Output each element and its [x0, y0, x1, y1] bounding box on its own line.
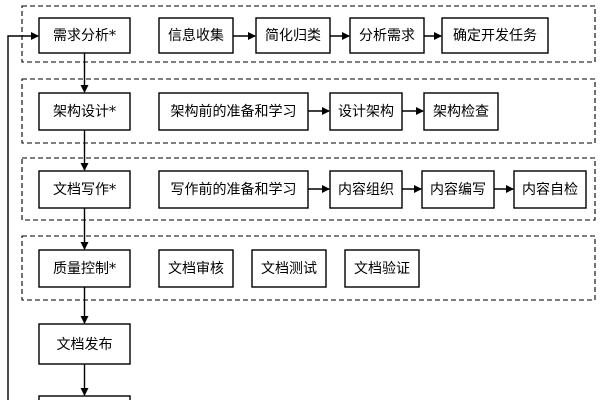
step-doc-verify: 文档验证 — [344, 249, 420, 288]
step-label: 设计架构 — [338, 104, 394, 120]
phase-label: 需求分析* — [53, 28, 116, 44]
step-content-selfcheck: 内容自检 — [513, 170, 587, 209]
step-label: 架构前的准备和学习 — [171, 103, 297, 120]
phase-label: 文档写作* — [53, 182, 116, 198]
step-doc-review: 文档审核 — [158, 249, 234, 288]
step-arch-check: 架构检查 — [423, 92, 499, 131]
phase-box-quality: 质量控制* — [38, 249, 131, 288]
phase-box-writing: 文档写作* — [38, 170, 131, 209]
phase-label: 质量控制* — [53, 261, 116, 277]
phase-box-architecture: 架构设计* — [38, 92, 131, 131]
step-arch-prep: 架构前的准备和学习 — [158, 92, 309, 131]
phase-box-requirements: 需求分析* — [38, 17, 131, 54]
step-info-collection: 信息收集 — [158, 17, 234, 54]
phase-group-quality — [21, 235, 596, 301]
step-label: 内容编写 — [430, 181, 486, 198]
step-label: 内容组织 — [338, 181, 394, 198]
step-label: 文档测试 — [261, 261, 317, 277]
step-label: 信息收集 — [168, 27, 224, 44]
step-label: 确定开发任务 — [453, 28, 537, 44]
step-label: 文档验证 — [354, 261, 410, 277]
step-design-arch: 设计架构 — [329, 92, 403, 131]
step-label: 架构检查 — [433, 104, 489, 120]
phase-group-requirements — [21, 5, 596, 63]
step-label: 分析需求 — [359, 28, 415, 44]
step-label: 简化归类 — [265, 27, 321, 44]
next-phase-box-partial — [38, 395, 131, 400]
step-simplify-classify: 简化归类 — [255, 17, 331, 54]
step-writing-prep: 写作前的准备和学习 — [158, 170, 309, 209]
phase-label: 文档发布 — [57, 337, 113, 353]
step-content-organize: 内容组织 — [329, 170, 403, 209]
step-content-write: 内容编写 — [421, 170, 495, 209]
step-doc-test: 文档测试 — [251, 249, 327, 288]
step-determine-tasks: 确定开发任务 — [441, 17, 549, 54]
step-label: 文档审核 — [168, 261, 224, 277]
step-analyze-requirements: 分析需求 — [349, 17, 425, 54]
phase-group-architecture — [21, 78, 596, 144]
step-label: 内容自检 — [522, 181, 578, 198]
step-label: 写作前的准备和学习 — [171, 181, 297, 198]
phase-group-writing — [21, 157, 596, 221]
phase-label: 架构设计* — [53, 104, 116, 120]
feedback-loop-arrow — [7, 32, 39, 400]
phase-box-release: 文档发布 — [38, 323, 131, 365]
